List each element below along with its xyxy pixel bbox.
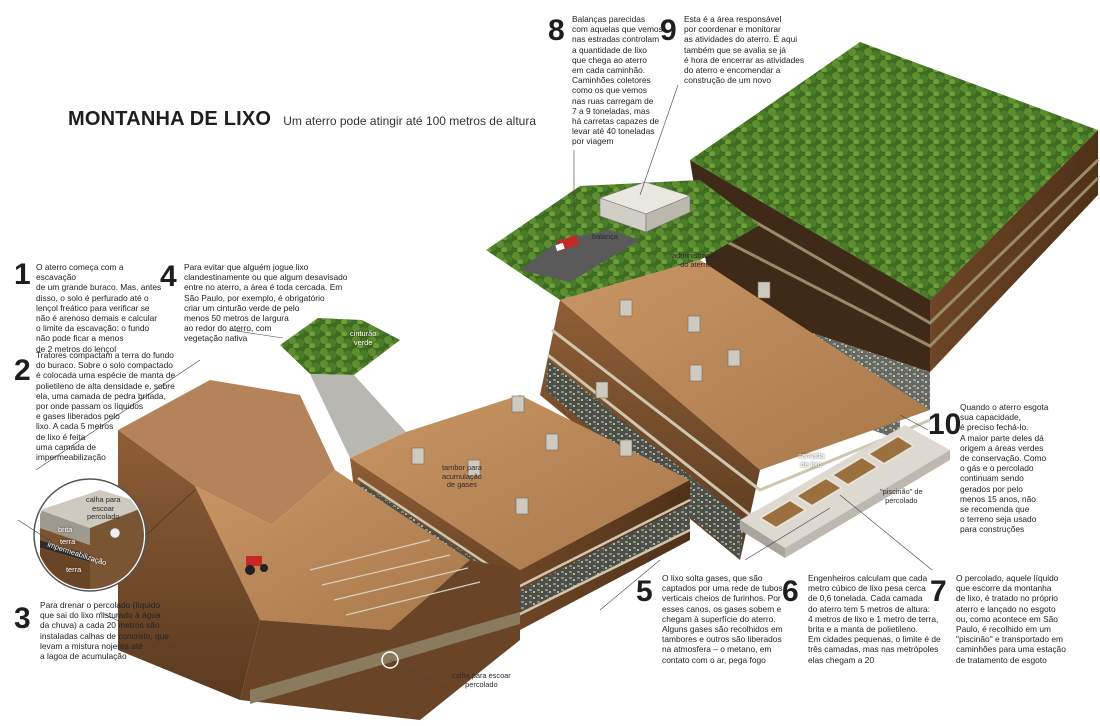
- step-number: 5: [636, 575, 653, 608]
- step-text: O lixo solta gases, que são captados por…: [662, 573, 783, 665]
- inset-label-soil: terra: [60, 537, 76, 546]
- step-number: 2: [14, 354, 31, 387]
- step-text: Esta é a área responsável por coordenar …: [684, 14, 805, 86]
- step-text: O percolado, aquele líquido que escorre …: [956, 573, 1066, 665]
- leachate-pool: [740, 425, 950, 558]
- page-subtitle: Um aterro pode atingir até 100 metros de…: [283, 114, 537, 128]
- step-number: 1: [14, 258, 31, 291]
- step-9-note: 9 Esta é a área responsável por coordena…: [660, 14, 820, 85]
- label-scale: balança: [592, 232, 618, 241]
- step-number: 3: [14, 602, 31, 635]
- label-drain-channel: calha para escoar percolado: [452, 671, 511, 689]
- inset-label-channel: calha para escoar percolado: [86, 495, 121, 522]
- step-text: Balanças parecidas com aquelas que vemos…: [572, 14, 663, 147]
- step-6-note: 6 Engenheiros calculam que cada metro cú…: [782, 573, 942, 665]
- admin-block: [486, 180, 931, 560]
- step-10-note: 10 Quando o aterro esgota sua capacidade…: [928, 402, 1098, 535]
- label-gas-drum: tambor para acumulação de gases: [442, 463, 482, 490]
- step-text: O aterro começa com a escavação de um gr…: [36, 262, 162, 354]
- step-number: 9: [660, 14, 677, 47]
- step-text: Quando o aterro esgota sua capacidade, é…: [960, 402, 1049, 535]
- label-trash-layer: camada de lixo: [798, 451, 825, 469]
- step-3-note: 3 Para drenar o percolado (líquido que s…: [14, 600, 194, 661]
- step-number: 6: [782, 575, 799, 608]
- inset-label-gravel: brita: [58, 525, 73, 534]
- step-text: Para evitar que alguém jogue lixo clande…: [184, 262, 348, 344]
- step-number: 7: [930, 575, 947, 608]
- step-number: 4: [160, 260, 177, 293]
- inset-label-subsoil: terra: [66, 565, 82, 574]
- step-8-note: 8 Balanças parecidas com aquelas que vem…: [548, 14, 678, 147]
- label-green-belt: cinturão verde: [350, 329, 377, 347]
- step-text: Tratores compactam a terra do fundo do b…: [36, 350, 176, 463]
- step-7-note: 7 O percolado, aquele líquido que escorr…: [930, 573, 1090, 665]
- step-number: 8: [548, 14, 565, 47]
- label-administration: administração do aterro: [672, 251, 719, 269]
- step-2-note: 2 Tratores compactam a terra do fundo do…: [14, 350, 184, 462]
- step-text: Para drenar o percolado (líquido que sai…: [40, 600, 169, 662]
- label-leachate-pool: "piscinão" de percolado: [880, 487, 923, 505]
- step-4-note: 4 Para evitar que alguém jogue lixo clan…: [160, 262, 360, 344]
- header: MONTANHA DE LIXO Um aterro pode atingir …: [68, 108, 536, 131]
- step-text: Engenheiros calculam que cada metro cúbi…: [808, 573, 941, 665]
- step-5-note: 5 O lixo solta gases, que são captados p…: [636, 573, 786, 665]
- leader-lines: [17, 84, 933, 691]
- step-1-note: 1 O aterro começa com a escavação de um …: [14, 258, 164, 354]
- step-number: 10: [928, 408, 962, 441]
- page-title: MONTANHA DE LIXO: [68, 108, 272, 130]
- excavation-block: [118, 380, 520, 720]
